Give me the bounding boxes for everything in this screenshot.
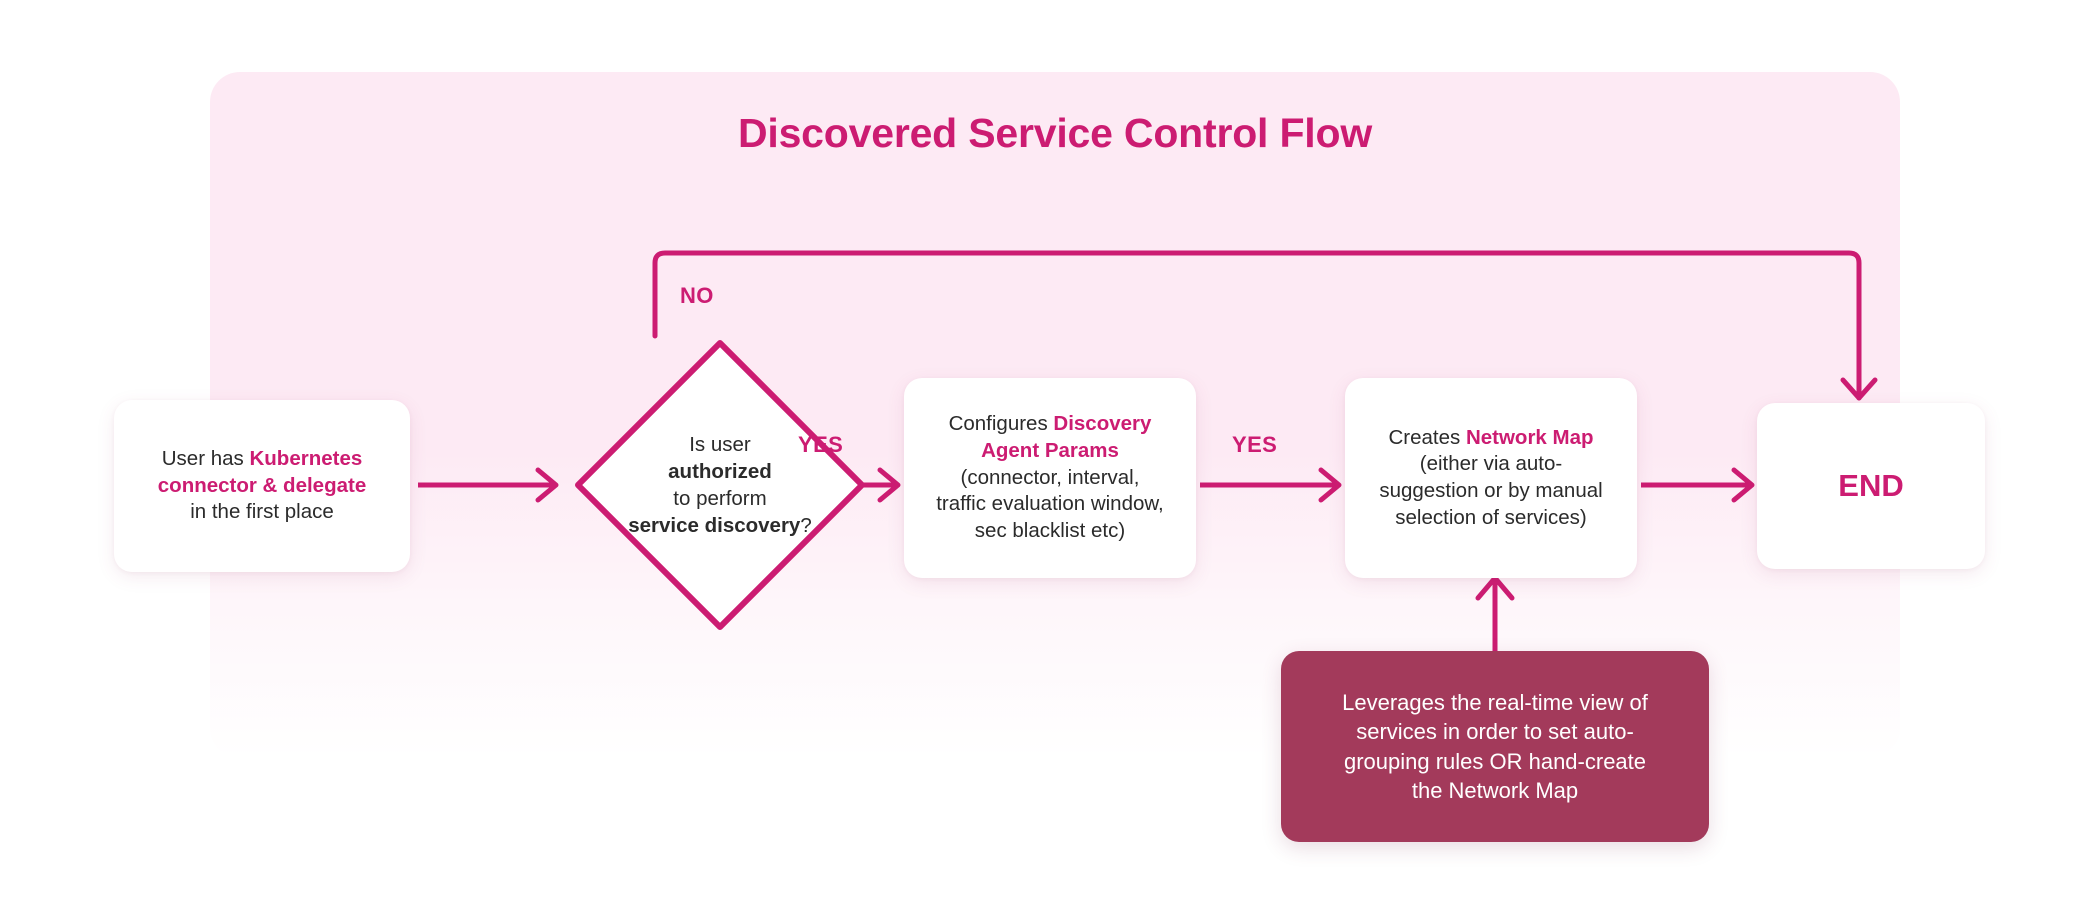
edge-decision-no-loop [652,250,1878,401]
node-note-line3: grouping rules OR hand-create [1343,748,1647,774]
node-params-line1-highlight: Discovery [1053,412,1152,436]
node-end[interactable]: END [1757,403,1985,569]
node-note-line1: Leverages the real-time view of [1342,690,1648,716]
node-params-line1-plain: Configures [948,412,1054,436]
node-params-line3-plain: (connector, interval, [960,465,1140,489]
node-params-line4-plain: traffic evaluation window, [936,492,1164,516]
node-start-line3-plain: in the first place [190,500,334,524]
page-title: Discovered Service Control Flow [737,110,1373,156]
node-start-line2-highlight: connector & delegate [157,473,367,497]
node-note-text: Leverages the real-time view of services … [1342,688,1648,804]
node-note-line2: services in order to set auto- [1356,719,1634,745]
node-note-callout[interactable]: Leverages the real-time view of services … [1281,651,1709,842]
node-network-map[interactable]: Creates Network Map (either via auto-sugg… [1345,378,1637,578]
node-netmap-line3-plain: suggestion or by manual [1379,479,1603,502]
node-end-label: END [1838,467,1904,503]
edge-params-to-netmap [1200,467,1342,503]
node-start-line1-highlight: Kubernetes [249,447,363,471]
edge-start-to-decision [418,467,559,503]
node-netmap-line2-plain: (either via auto- [1419,452,1563,476]
edge-note-to-netmap [1475,575,1515,651]
node-note-line4: the Network Map [1411,777,1579,803]
node-params-line5-plain: sec blacklist etc) [974,518,1126,542]
edge-netmap-to-end [1641,467,1755,503]
edge-label-no: NO [680,283,714,308]
edge-label-yes-second: YES [1232,432,1278,457]
node-netmap-line4-plain: selection of services) [1395,505,1587,529]
node-netmap-text: Creates Network Map (either via auto-sugg… [1379,425,1602,532]
node-start-line1-plain: User has [161,447,250,471]
node-netmap-line1-plain: Creates [1388,425,1466,449]
edge-label-yes-first: YES [798,432,844,457]
node-netmap-line1-highlight: Network Map [1465,425,1594,449]
node-params-line2-highlight: Agent Params [981,439,1119,463]
diamond-shape [575,340,865,630]
